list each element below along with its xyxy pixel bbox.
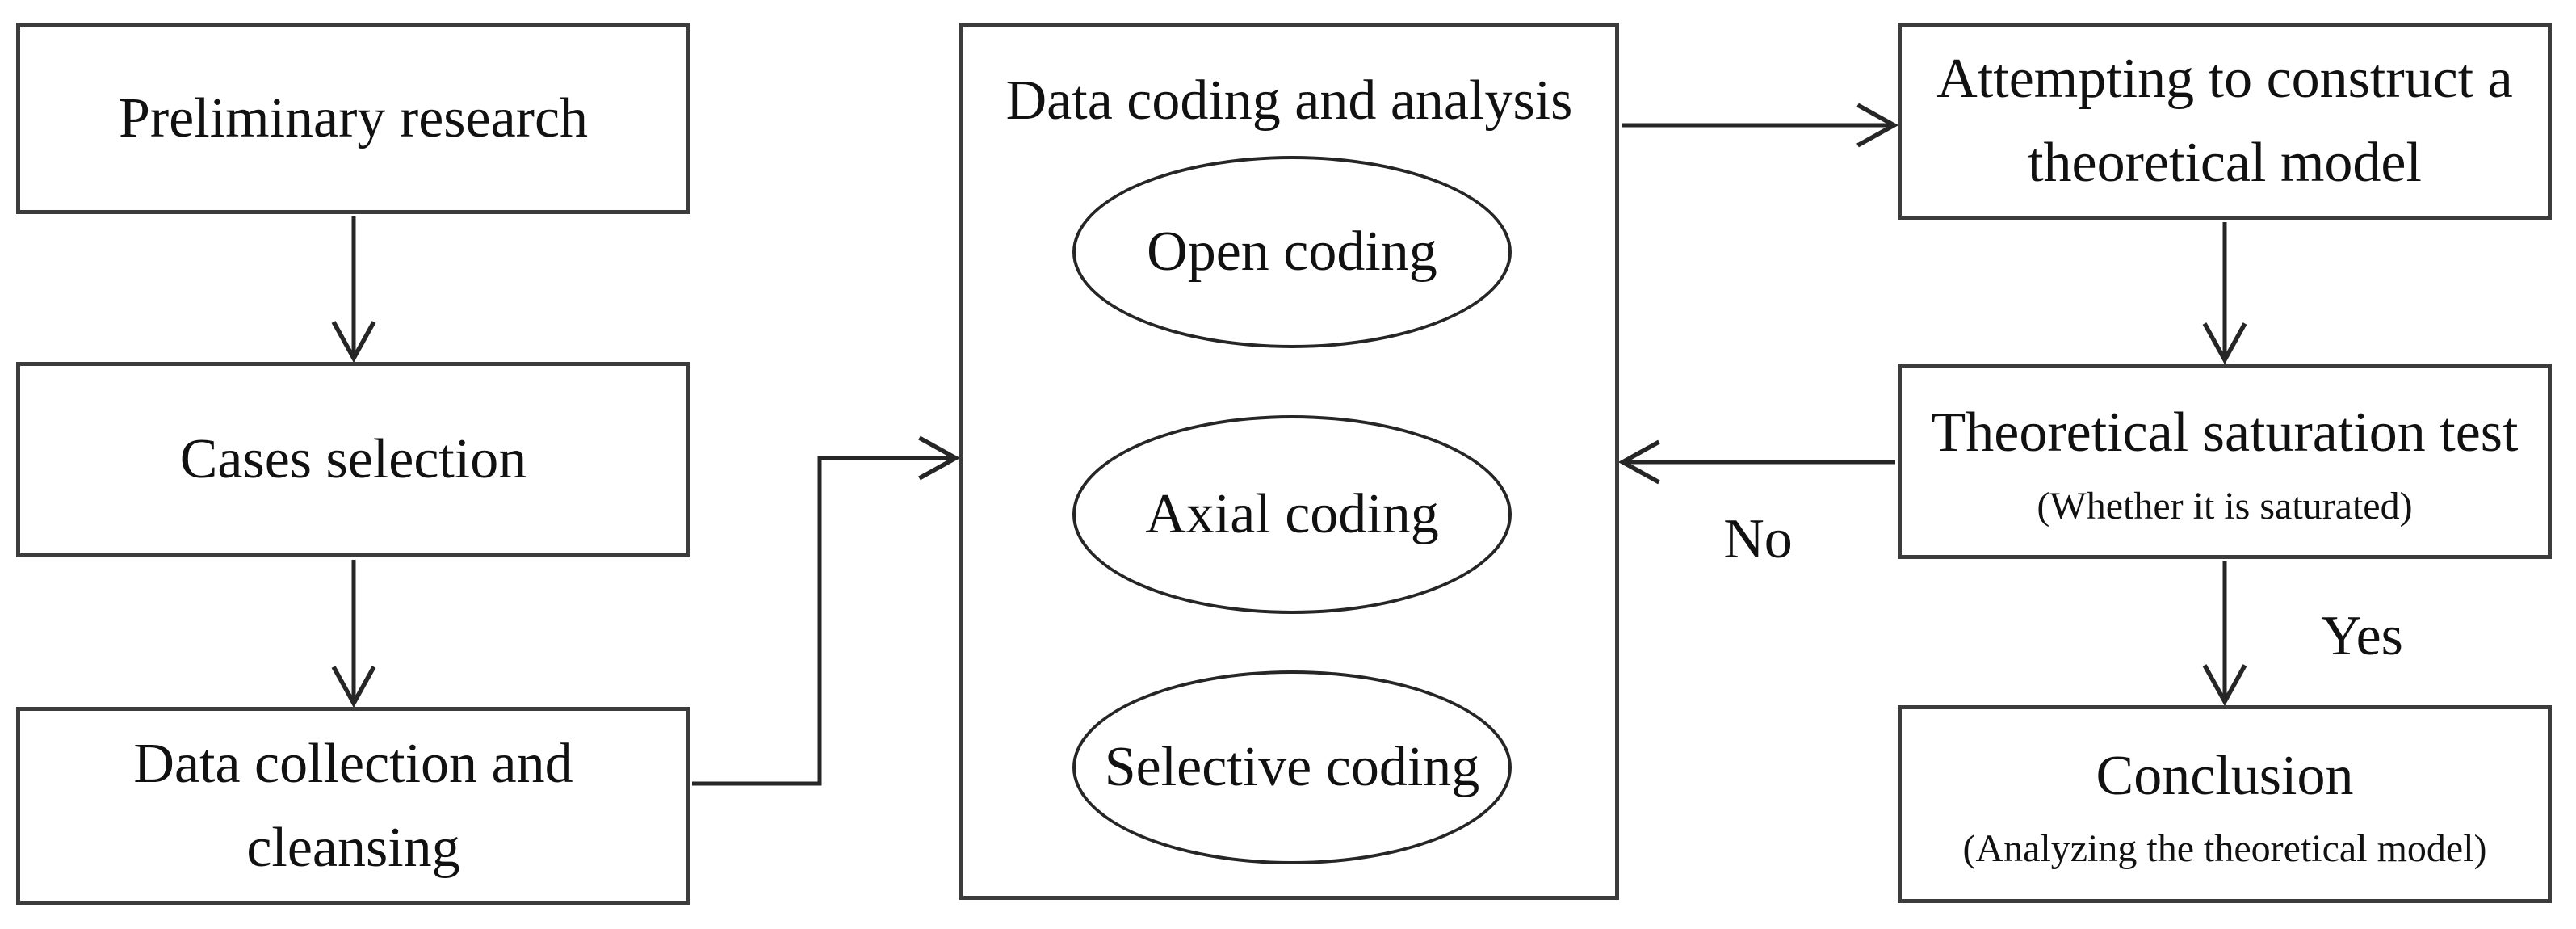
ellipse-label: Selective coding	[1104, 736, 1480, 799]
node-data-collection-cleansing: Data collection and cleansing	[16, 707, 690, 905]
node-label: Cases selection	[179, 428, 527, 491]
ellipse-label: Axial coding	[1145, 483, 1439, 546]
node-sublabel: (Whether it is saturated)	[2037, 484, 2413, 528]
node-label-line2: theoretical model	[2028, 132, 2422, 194]
node-title: Data coding and analysis	[1005, 69, 1573, 132]
edge-label-no: No	[1723, 508, 1793, 570]
node-selective-coding: Selective coding	[1072, 670, 1512, 864]
node-label: Preliminary research	[118, 86, 589, 149]
node-axial-coding: Axial coding	[1072, 415, 1512, 614]
node-open-coding: Open coding	[1072, 156, 1512, 348]
node-sublabel: (Analyzing the theoretical model)	[1962, 827, 2487, 871]
node-label-line1: Data collection and	[133, 732, 573, 795]
node-label-line2: cleansing	[246, 816, 460, 879]
node-preliminary-research: Preliminary research	[16, 23, 690, 214]
node-label-line1: Attempting to construct a	[1936, 48, 2513, 111]
node-conclusion: Conclusion (Analyzing the theoretical mo…	[1898, 705, 2552, 903]
node-theoretical-saturation-test: Theoretical saturation test (Whether it …	[1898, 364, 2552, 559]
node-cases-selection: Cases selection	[16, 362, 690, 557]
arrow-collection-to-coding	[692, 435, 961, 786]
node-label: Theoretical saturation test	[1931, 401, 2519, 464]
edge-label-yes: Yes	[2321, 605, 2403, 667]
node-label: Conclusion	[2096, 744, 2354, 807]
ellipse-label: Open coding	[1147, 221, 1437, 284]
node-construct-theoretical-model: Attempting to construct a theoretical mo…	[1898, 23, 2552, 220]
